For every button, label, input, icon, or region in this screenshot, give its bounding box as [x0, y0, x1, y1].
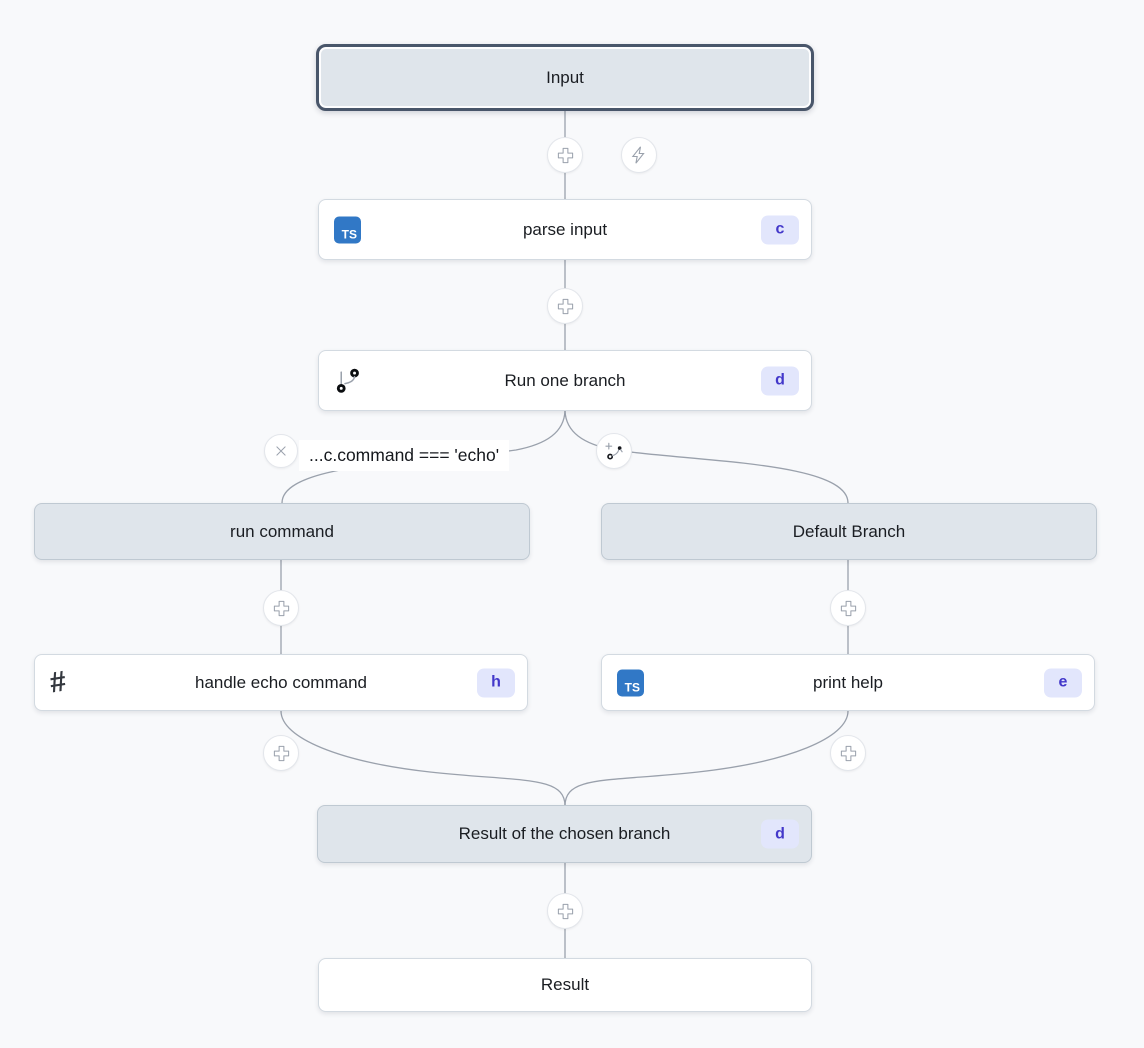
step-node-handle-echo-command[interactable]: # handle echo command h — [34, 654, 528, 711]
add-step-button[interactable] — [263, 735, 299, 771]
node-label: print help — [813, 672, 883, 692]
flow-result-node[interactable]: Result — [318, 958, 812, 1012]
add-branch-button[interactable] — [596, 433, 632, 469]
node-label: Result of the chosen branch — [458, 824, 671, 843]
step-id-badge: h — [477, 668, 515, 697]
add-step-button[interactable] — [547, 893, 583, 929]
add-step-button[interactable] — [547, 288, 583, 324]
add-step-button[interactable] — [830, 590, 866, 626]
lightning-bolt-icon — [629, 145, 649, 165]
hash-icon: # — [47, 664, 69, 700]
node-label: Default Branch — [792, 521, 906, 541]
add-step-button[interactable] — [263, 590, 299, 626]
trigger-button[interactable] — [621, 137, 657, 173]
node-label: Run one branch — [504, 370, 626, 390]
plus-icon — [556, 297, 575, 316]
branch-plus-icon — [604, 441, 625, 462]
node-label: parse input — [522, 219, 608, 239]
branch-close-button[interactable] — [264, 434, 298, 468]
typescript-icon-label: TS — [334, 216, 361, 243]
step-node-run-one-branch[interactable]: Run one branch d — [318, 350, 812, 411]
node-label: handle echo command — [194, 672, 367, 692]
git-branch-icon — [334, 367, 362, 395]
hash-icon-glyph: # — [47, 664, 69, 700]
add-step-button[interactable] — [547, 137, 583, 173]
x-icon — [272, 442, 290, 460]
branch-condition-label[interactable]: ...c.command === 'echo' — [299, 440, 510, 471]
plus-icon — [272, 599, 291, 618]
step-id-badge: e — [1044, 668, 1082, 697]
step-id-badge: c — [761, 215, 799, 244]
step-node-parse-input[interactable]: TS parse input c — [318, 199, 812, 260]
typescript-icon: TS — [334, 216, 361, 243]
flow-input-node[interactable]: Input — [316, 44, 814, 111]
node-label: Result — [540, 975, 590, 994]
node-label: run command — [230, 521, 334, 541]
plus-icon — [556, 902, 575, 921]
typescript-icon: TS — [617, 669, 644, 696]
plus-icon — [272, 744, 291, 763]
plus-icon — [839, 744, 858, 763]
plus-icon — [839, 599, 858, 618]
branch-header-default-branch[interactable]: Default Branch — [601, 503, 1097, 560]
plus-icon — [556, 146, 575, 165]
branch-header-run-command[interactable]: run command — [34, 503, 530, 560]
step-id-badge: d — [761, 819, 799, 849]
step-id-badge: d — [761, 366, 799, 395]
branch-result-node[interactable]: Result of the chosen branch d — [317, 805, 812, 863]
add-step-button[interactable] — [830, 735, 866, 771]
typescript-icon-label: TS — [617, 669, 644, 696]
step-node-print-help[interactable]: TS print help e — [601, 654, 1095, 711]
node-label: Input — [546, 67, 584, 87]
